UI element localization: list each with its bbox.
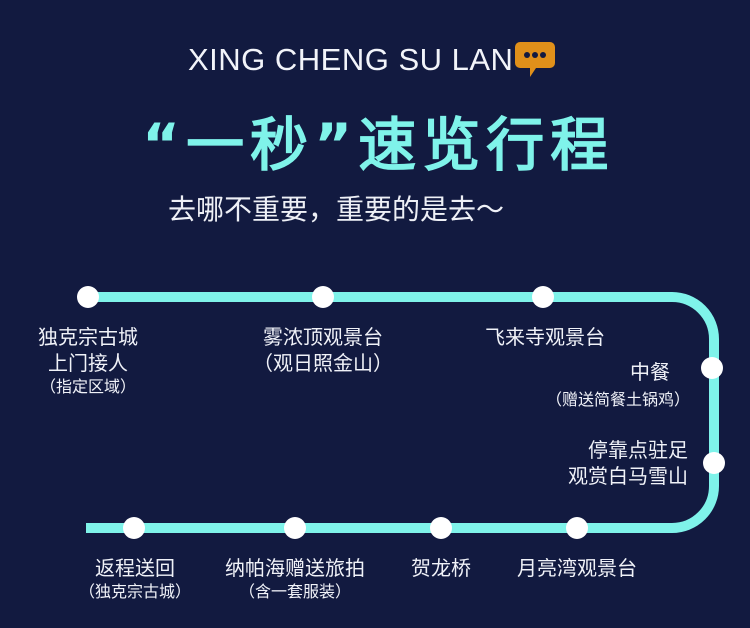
stop-dot — [312, 286, 334, 308]
stop-7: 贺龙桥 — [396, 555, 486, 581]
stop-dot — [284, 517, 306, 539]
stop-dot — [532, 286, 554, 308]
stop-8: 纳帕海赠送旅拍 （含一套服装） — [210, 555, 380, 603]
stop-dot — [77, 286, 99, 308]
stop-detail: （赠送简餐土锅鸡） — [545, 390, 690, 409]
page-title: “一秒”速览行程 — [142, 111, 615, 179]
stop-detail: （观日照金山） — [253, 351, 393, 375]
stop-name: 返程送回 — [95, 556, 175, 580]
stop-name: 贺龙桥 — [411, 556, 471, 580]
stop-name: 雾浓顶观景台 — [263, 325, 383, 349]
stop-4: 中餐 （赠送简餐土锅鸡） — [500, 359, 690, 415]
stop-name: 飞来寺观景台 — [485, 325, 605, 349]
stop-note: （含一套服装） — [238, 582, 351, 601]
stop-5: 停靠点驻足 观赏白马雪山 — [520, 437, 688, 489]
stop-name: 停靠点驻足 — [588, 438, 688, 462]
stop-1: 独克宗古城 上门接人 （指定区域） — [28, 324, 148, 398]
stop-detail: 观赏白马雪山 — [568, 464, 688, 488]
stop-6: 月亮湾观景台 — [502, 555, 652, 581]
stop-name: 月亮湾观景台 — [517, 556, 637, 580]
stop-note: （独克宗古城） — [78, 582, 191, 601]
stop-3: 飞来寺观景台 — [470, 324, 620, 350]
stop-dot — [566, 517, 588, 539]
stop-dot — [701, 357, 723, 379]
stop-detail: 上门接人 — [48, 351, 128, 375]
speech-bubble-icon — [515, 42, 555, 77]
stop-dot — [703, 452, 725, 474]
stop-2: 雾浓顶观景台 （观日照金山） — [243, 324, 403, 376]
stop-name: 中餐 — [630, 360, 670, 384]
stop-dot — [123, 517, 145, 539]
stop-name: 独克宗古城 — [38, 325, 138, 349]
stop-9: 返程送回 （独克宗古城） — [70, 555, 200, 603]
stop-dot — [430, 517, 452, 539]
english-title: XING CHENG SU LAN — [188, 42, 514, 77]
stop-name: 纳帕海赠送旅拍 — [225, 556, 365, 580]
stop-note: （指定区域） — [39, 377, 136, 396]
subtitle: 去哪不重要，重要的是去～ — [168, 193, 505, 226]
